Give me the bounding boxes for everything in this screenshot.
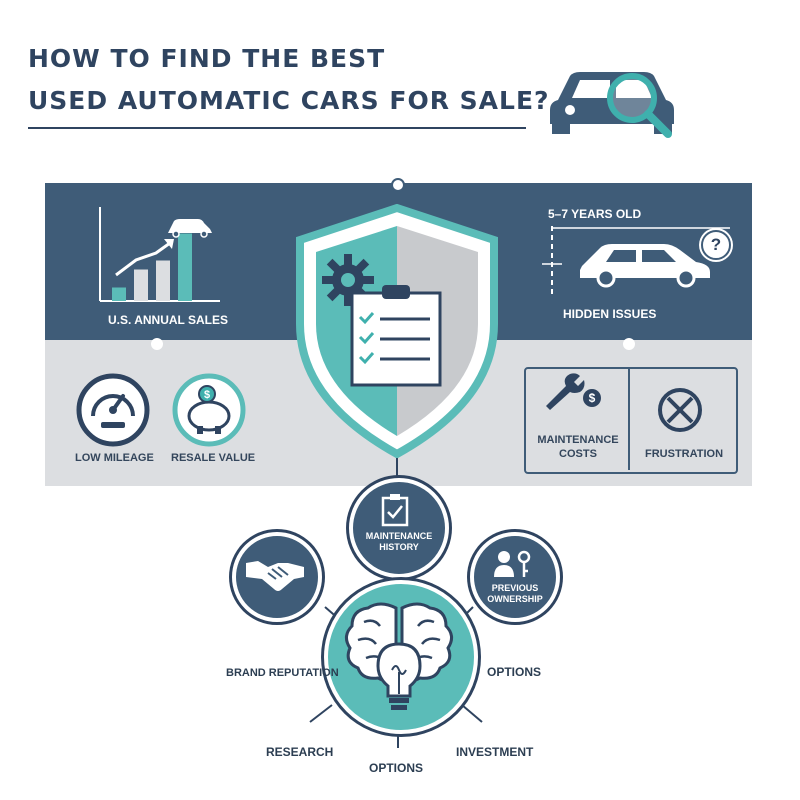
- brand-reputation-label: BRAND REPUTATION: [226, 667, 339, 679]
- previous-ownership-line1: PREVIOUS: [491, 583, 539, 593]
- maintenance-history-line2: HISTORY: [379, 542, 419, 552]
- maintenance-history-line1: MAINTENANCE: [365, 531, 433, 541]
- investment-label: INVESTMENT: [456, 745, 534, 759]
- previous-ownership-label: PREVIOUS OWNERSHIP: [470, 583, 560, 605]
- title-line-2: USED AUTOMATIC CARS FOR SALE?: [28, 86, 550, 115]
- wrench-icon: $: [546, 373, 601, 410]
- svg-text:$: $: [589, 391, 596, 405]
- low-mileage-label: LOW MILEAGE: [75, 452, 154, 464]
- sales-bar: [156, 260, 170, 301]
- age-label: 5–7 YEARS OLD: [548, 207, 642, 221]
- speedometer-icon: [76, 373, 150, 447]
- costs-box-divider: [628, 369, 630, 470]
- piggy-bank-icon: $: [172, 373, 246, 447]
- car-icon: [542, 226, 730, 294]
- x-circle-icon: [658, 388, 702, 432]
- title-line-1: HOW TO FIND THE BEST: [28, 44, 386, 73]
- options-bottom-label: OPTIONS: [369, 761, 424, 775]
- sales-bar: [134, 269, 148, 301]
- maintenance-costs-line2: COSTS: [559, 448, 597, 460]
- previous-ownership-node: [470, 532, 560, 622]
- options-right-label: OPTIONS: [487, 665, 542, 679]
- clipboard-icon: [350, 285, 442, 387]
- question-badge: ?: [701, 230, 731, 260]
- connector-dot-right: [623, 338, 635, 350]
- connector-dot-left: [151, 338, 163, 350]
- svg-text:$: $: [204, 389, 210, 401]
- car-search-icon: [550, 72, 674, 138]
- maintenance-costs-label: MAINTENANCE COSTS: [532, 433, 624, 461]
- hidden-issues-label: HIDDEN ISSUES: [563, 307, 657, 321]
- sales-label: U.S. ANNUAL SALES: [108, 313, 229, 327]
- title-underline: [28, 127, 526, 129]
- clipboard-check-icon: [381, 494, 409, 527]
- resale-value-label: RESALE VALUE: [171, 452, 256, 464]
- handshake-icon: [246, 561, 304, 591]
- sales-bar: [112, 287, 126, 301]
- lightbulb-icon: [376, 642, 422, 710]
- gear-icon: [322, 254, 374, 306]
- connector-dot-top: [391, 178, 405, 192]
- sales-bar: [178, 233, 192, 301]
- maintenance-costs-line1: MAINTENANCE: [537, 434, 619, 446]
- frustration-label: FRUSTRATION: [645, 448, 724, 460]
- research-label: RESEARCH: [266, 745, 334, 759]
- person-key-icon: [494, 550, 531, 577]
- maintenance-history-label: MAINTENANCE HISTORY: [351, 531, 447, 553]
- costs-box: [524, 367, 738, 474]
- previous-ownership-line2: OWNERSHIP: [487, 594, 543, 604]
- bar-chart-icon: [99, 207, 220, 302]
